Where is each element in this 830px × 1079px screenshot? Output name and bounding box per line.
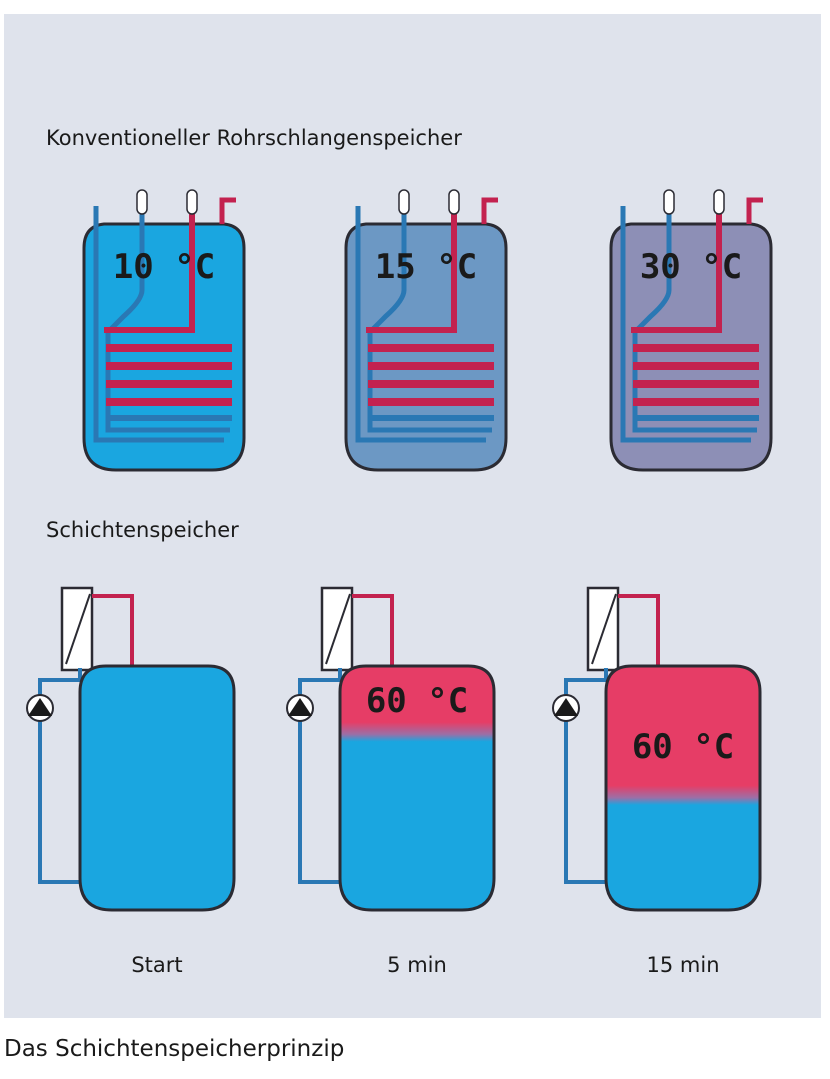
section-title-stratified: Schichtenspeicher <box>46 518 239 542</box>
hot-outlet-pipe <box>746 197 763 224</box>
tank-body <box>338 664 496 912</box>
thermometer-icon <box>136 189 198 215</box>
stratified-tank: 60 °C 5 min <box>286 586 496 977</box>
tank-body <box>604 664 762 912</box>
cold-inlet-pipe <box>93 206 224 443</box>
pump-icon <box>552 694 580 722</box>
time-label: 5 min <box>387 953 447 977</box>
solar-collector-icon <box>320 586 354 672</box>
tank-temperature: 60 °C <box>366 681 468 721</box>
return-pipe <box>38 668 82 884</box>
conventional-tank: 10 °C <box>82 189 246 472</box>
solar-collector-icon <box>586 586 620 672</box>
thermometer-icon <box>663 189 725 215</box>
tank-temperature: 30 °C <box>640 247 742 287</box>
tank-body <box>78 664 236 912</box>
hot-supply-pipe <box>352 594 394 666</box>
time-label: 15 min <box>647 953 720 977</box>
cold-inlet-pipe <box>620 206 751 443</box>
pump-icon <box>286 694 314 722</box>
return-pipe <box>298 668 342 884</box>
tank-temperature: 10 °C <box>113 247 215 287</box>
tank-temperature: 15 °C <box>375 247 477 287</box>
time-label: Start <box>131 953 182 977</box>
pump-icon <box>26 694 54 722</box>
conventional-tank: 15 °C <box>344 189 508 472</box>
solar-collector-icon <box>60 586 94 672</box>
hot-supply-pipe <box>618 594 660 666</box>
conventional-tank: 30 °C <box>609 189 773 472</box>
thermometer-icon <box>398 189 460 215</box>
figure-caption: Das Schichtenspeicherprinzip <box>4 1036 345 1062</box>
cold-inlet-pipe <box>355 206 486 443</box>
return-pipe <box>564 668 608 884</box>
section-title-conventional: Konventioneller Rohrschlangenspeicher <box>46 126 462 150</box>
stratified-tank: Start <box>26 586 236 977</box>
heating-coil <box>631 200 759 433</box>
hot-outlet-pipe <box>481 197 498 224</box>
heating-coil <box>366 200 494 433</box>
hot-supply-pipe <box>92 594 134 666</box>
hot-outlet-pipe <box>219 197 236 224</box>
stratified-tank: 60 °C 15 min <box>552 586 762 977</box>
tank-temperature: 60 °C <box>632 727 734 767</box>
heating-coil <box>104 200 232 433</box>
